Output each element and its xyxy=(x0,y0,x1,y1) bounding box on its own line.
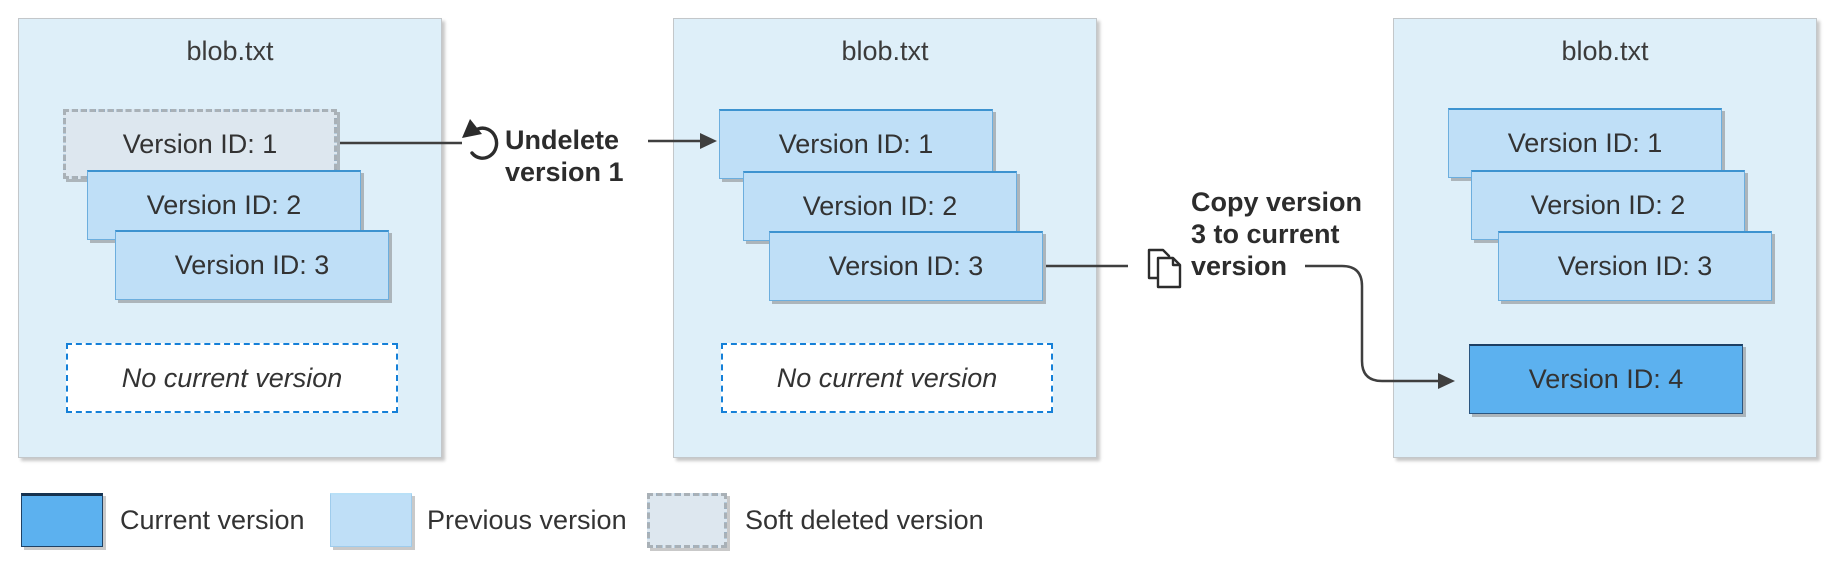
version-box: Version ID: 3 xyxy=(1498,231,1772,301)
version-label: Version ID: 1 xyxy=(1507,128,1663,158)
version-box-soft-deleted: Version ID: 1 xyxy=(63,109,337,179)
version-label: Version ID: 2 xyxy=(1530,190,1686,220)
version-label: Version ID: 3 xyxy=(828,251,984,281)
blob-title: blob.txt xyxy=(186,36,274,66)
version-box-current: Version ID: 4 xyxy=(1469,344,1743,414)
version-label: Version ID: 2 xyxy=(146,190,302,220)
version-box: Version ID: 1 xyxy=(719,109,993,179)
version-label: Version ID: 1 xyxy=(778,129,934,159)
version-box: Version ID: 2 xyxy=(87,170,361,240)
legend-swatch-current-version xyxy=(21,493,103,547)
version-box: Version ID: 1 xyxy=(1448,108,1722,178)
legend-swatch-soft-deleted-version xyxy=(647,493,727,548)
no-current-version-label: No current version xyxy=(121,362,343,393)
legend-swatch-previous-version xyxy=(330,493,412,547)
blob-panel-1: blob.txt Version ID: 1 Version ID: 2 Ver… xyxy=(18,18,442,458)
no-current-version-label: No current version xyxy=(776,362,998,393)
copy-action-label: Copy version 3 to current version xyxy=(1191,187,1363,281)
version-label: Version ID: 2 xyxy=(802,191,958,221)
blob-panel-2: blob.txt Version ID: 1 Version ID: 2 Ver… xyxy=(673,18,1097,458)
version-label: Version ID: 3 xyxy=(1557,251,1713,281)
version-box: Version ID: 3 xyxy=(769,231,1043,301)
no-current-version-slot: No current version xyxy=(66,343,398,413)
legend-label-previous-version: Previous version xyxy=(427,504,627,535)
no-current-version-slot: No current version xyxy=(721,343,1053,413)
version-label: Version ID: 4 xyxy=(1528,364,1684,394)
version-label: Version ID: 1 xyxy=(122,128,278,159)
version-label: Version ID: 3 xyxy=(174,250,330,280)
blob-title: blob.txt xyxy=(841,36,929,66)
undelete-action-label: Undelete version 1 xyxy=(505,125,624,187)
undo-icon xyxy=(462,119,499,160)
blob-panel-3: blob.txt Version ID: 1 Version ID: 2 Ver… xyxy=(1393,18,1817,458)
version-box: Version ID: 3 xyxy=(115,230,389,300)
blob-title: blob.txt xyxy=(1561,36,1649,66)
legend-label-current-version: Current version xyxy=(120,504,305,535)
version-box: Version ID: 2 xyxy=(1471,170,1745,240)
copy-icon xyxy=(1147,248,1182,289)
legend-label-soft-deleted-version: Soft deleted version xyxy=(745,504,984,535)
